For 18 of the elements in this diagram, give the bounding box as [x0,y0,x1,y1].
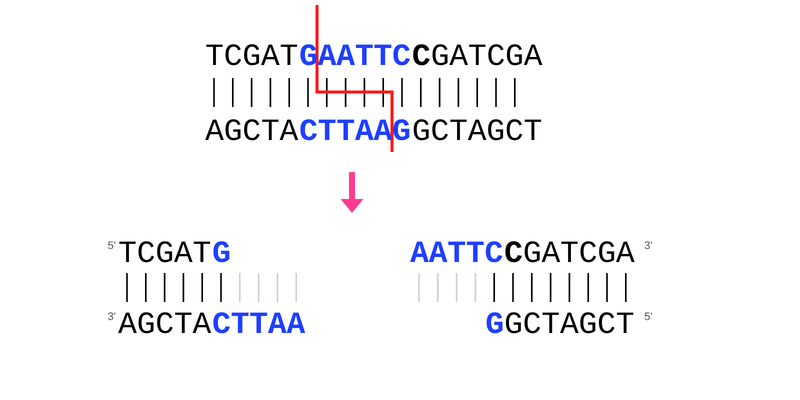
sequence-text: GCTAGCT [506,312,634,334]
strand-end-label: 3' [644,241,652,250]
sequence-text: G [213,241,230,262]
strand-end-label: 3' [108,312,116,320]
sequence-text: AGCTA [205,119,298,140]
sequence-text: C [413,44,430,66]
sequence-text: TCGAT [119,241,210,262]
sequence-text: GATCGA [432,44,542,66]
sequence-text: CTTAA [213,312,306,334]
strand-end-label: 5' [108,241,116,250]
strand-end-label: 5' [644,312,652,320]
sequence-text: C [505,241,522,262]
sequence-text: GATCGA [524,241,635,262]
sequence-text: TCGAT [206,44,298,66]
sequence-text: G [486,312,502,334]
sequence-text: AATTC [410,241,502,262]
sequence-text: AGCTA [118,312,212,334]
sequence-text: GCTAGCT [414,119,542,140]
